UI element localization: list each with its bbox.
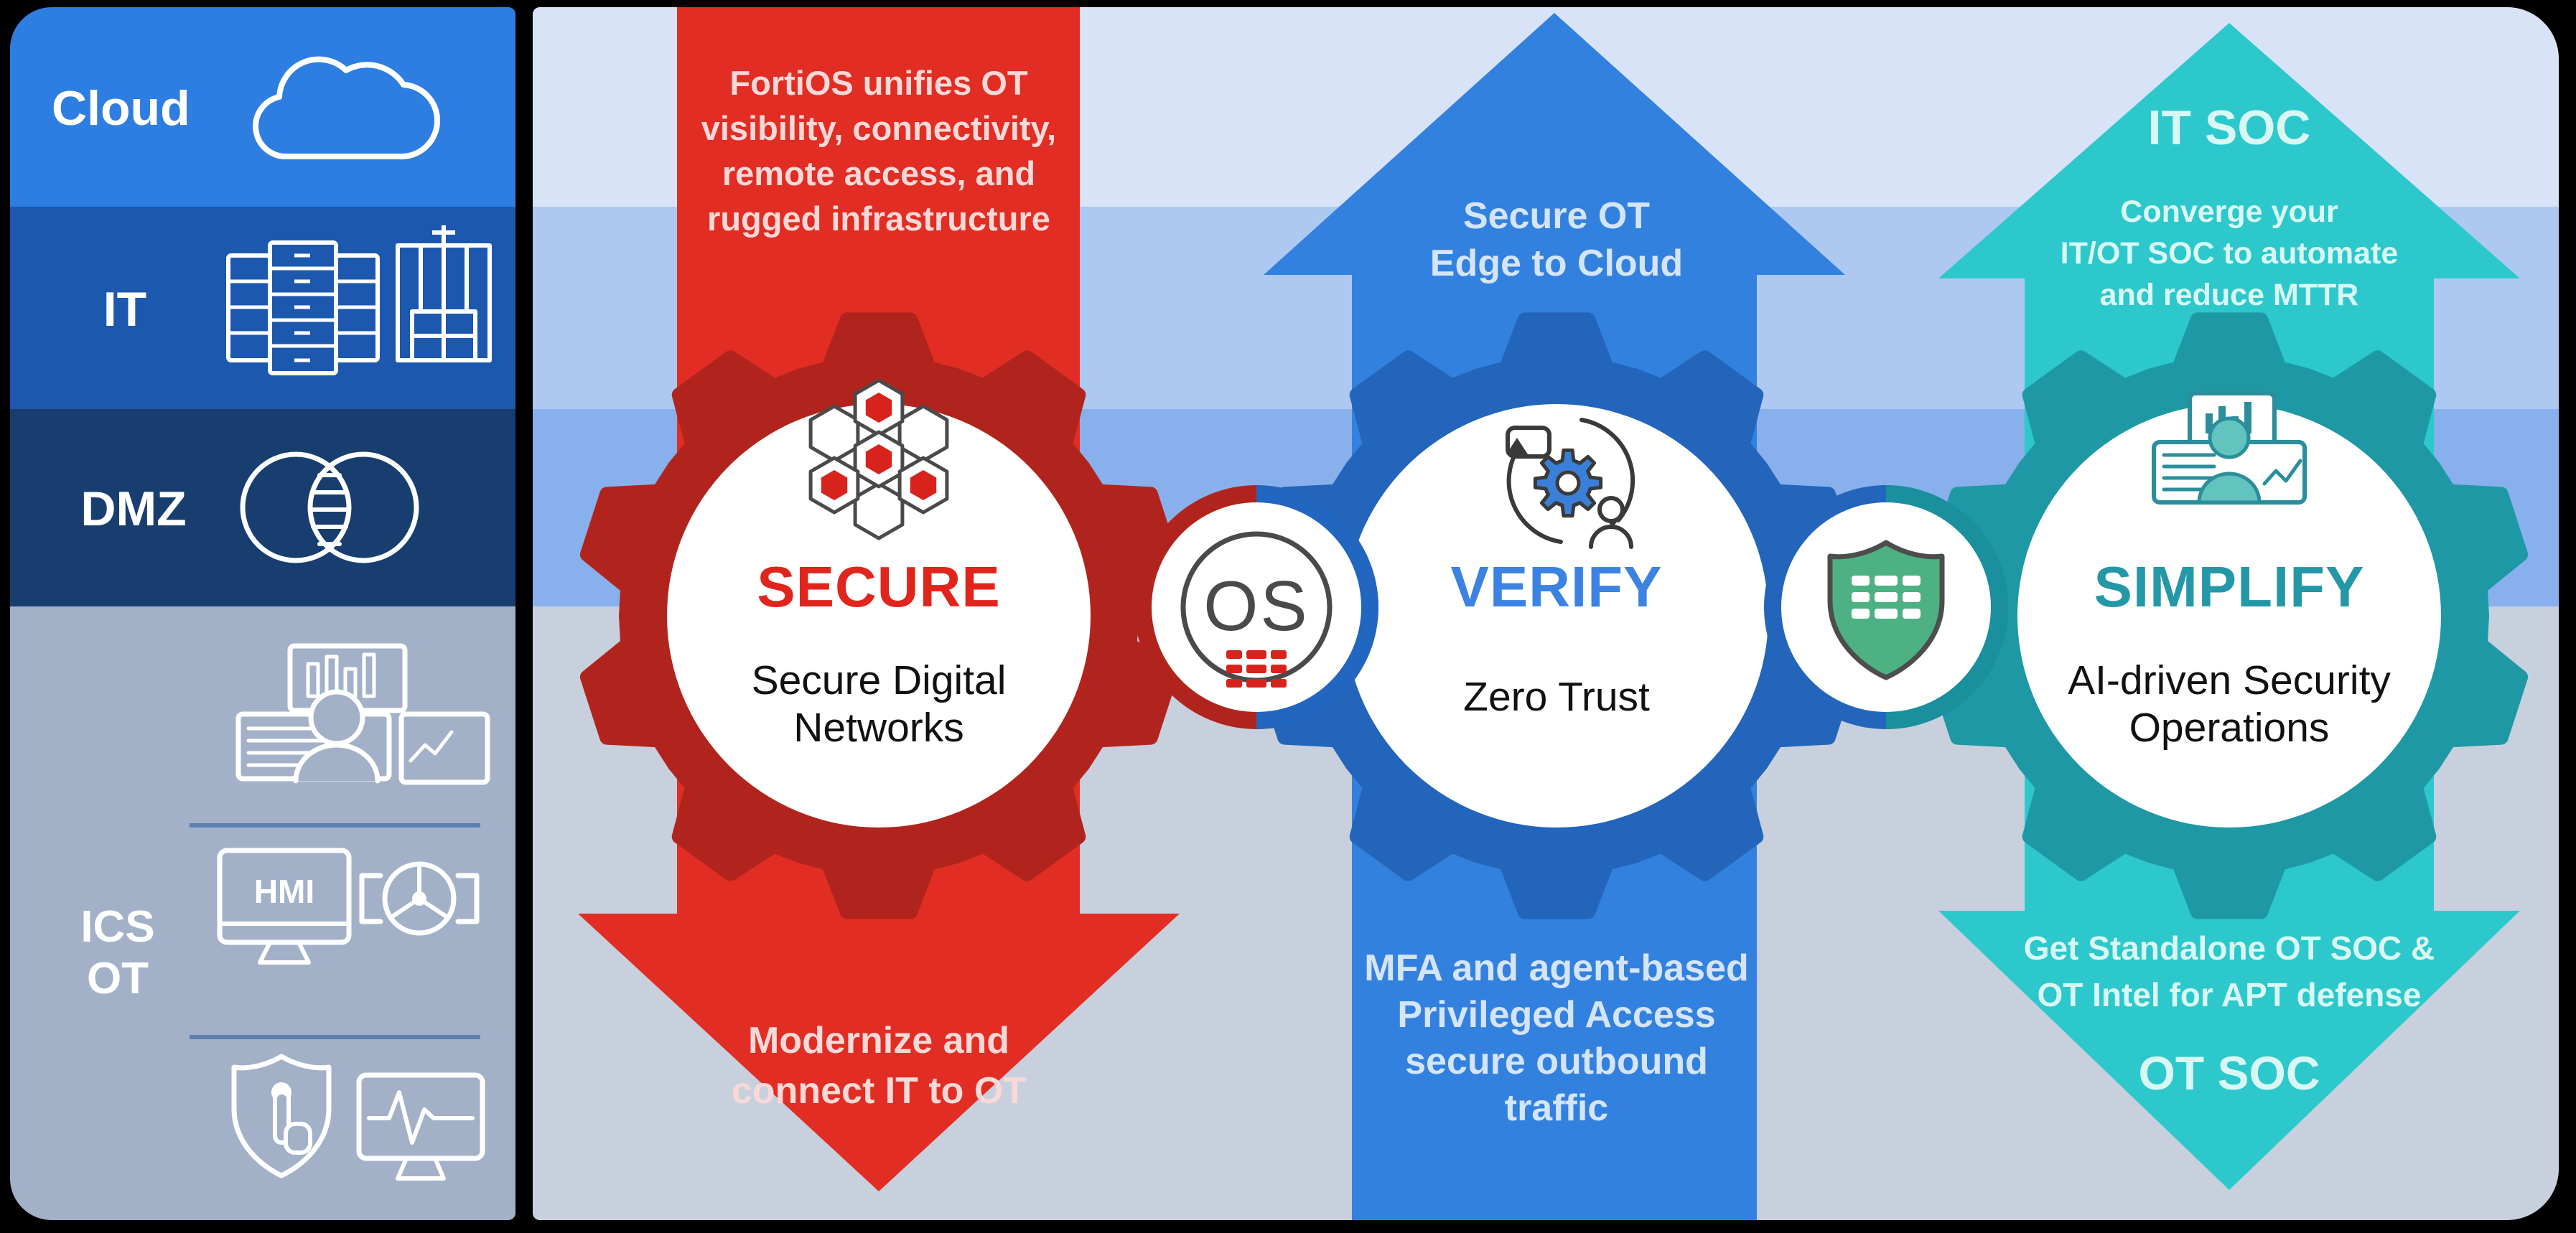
simplify-secops-icon: [2152, 391, 2307, 505]
secure-title: SECURE: [757, 555, 1001, 619]
secure-bottom-text: Modernize and connect IT to OT: [731, 1020, 1027, 1112]
verify-title: VERIFY: [1450, 555, 1663, 619]
fortinet-logo-red: [1226, 650, 1287, 688]
server-rack-icon: [226, 240, 380, 375]
simplify-title: SIMPLIFY: [2094, 555, 2365, 619]
sidebar-row-ics-ot: ICS OT HMI: [10, 606, 515, 1220]
fortinet-logo-white: [1852, 576, 1921, 619]
simplify-bottom-text: Get Standalone OT SOC & OT Intel for APT…: [2023, 929, 2435, 1013]
shield-badge: [1764, 485, 2008, 729]
os-label: OS: [1203, 566, 1310, 645]
sidebar-row-dmz: DMZ: [10, 409, 515, 606]
ics-label-line1: ICS: [80, 902, 154, 952]
hmi-label: HMI: [254, 873, 314, 910]
cloud-label: Cloud: [52, 81, 190, 136]
verify-bottom-text: MFA and agent-based Privileged Access se…: [1364, 947, 1749, 1129]
venn-diagram-icon: [240, 451, 419, 563]
building-icon: [396, 225, 492, 362]
cloud-icon: [253, 56, 441, 160]
sidebar-row-cloud: Cloud: [10, 7, 515, 207]
hmi-monitor-icon: [217, 848, 352, 965]
verify-circle: [1345, 404, 1768, 828]
dmz-label: DMZ: [80, 482, 186, 536]
secure-top-text: FortiOS unifies OT visibility, connectiv…: [701, 64, 1057, 238]
secure-network-icon: [808, 378, 949, 540]
simplify-top-text: Converge your IT/OT SOC to automate and …: [2060, 194, 2399, 312]
sidebar-row-it: IT: [10, 207, 515, 409]
operator-dashboard-icon: [235, 643, 490, 785]
sidebar: Cloud IT DMZ: [10, 7, 515, 1220]
ot-soc-heading: OT SOC: [2138, 1046, 2320, 1100]
secure-subtitle: Secure Digital Networks: [751, 657, 1007, 751]
verify-zero-trust-icon: [1506, 418, 1635, 549]
fortinet-shield-icon: [1827, 540, 1945, 680]
shield-touch-icon: [231, 1054, 332, 1178]
simplify-subtitle: AI-driven Security Operations: [2068, 657, 2391, 751]
os-badge: OS: [1134, 485, 1378, 729]
pulse-monitor-icon: [356, 1072, 485, 1181]
it-label: IT: [103, 282, 146, 337]
ics-label-line2: OT: [87, 954, 149, 1003]
it-soc-heading: IT SOC: [2147, 100, 2311, 155]
secure-circle: [667, 404, 1091, 828]
valve-icon: [359, 861, 480, 936]
verify-top-text: Secure OT Edge to Cloud: [1429, 195, 1684, 284]
verify-subtitle: Zero Trust: [1463, 674, 1650, 720]
main-canvas: OS FortiOS unifies OT visibility, connec…: [533, 7, 2559, 1220]
simplify-circle: [2017, 404, 2441, 828]
